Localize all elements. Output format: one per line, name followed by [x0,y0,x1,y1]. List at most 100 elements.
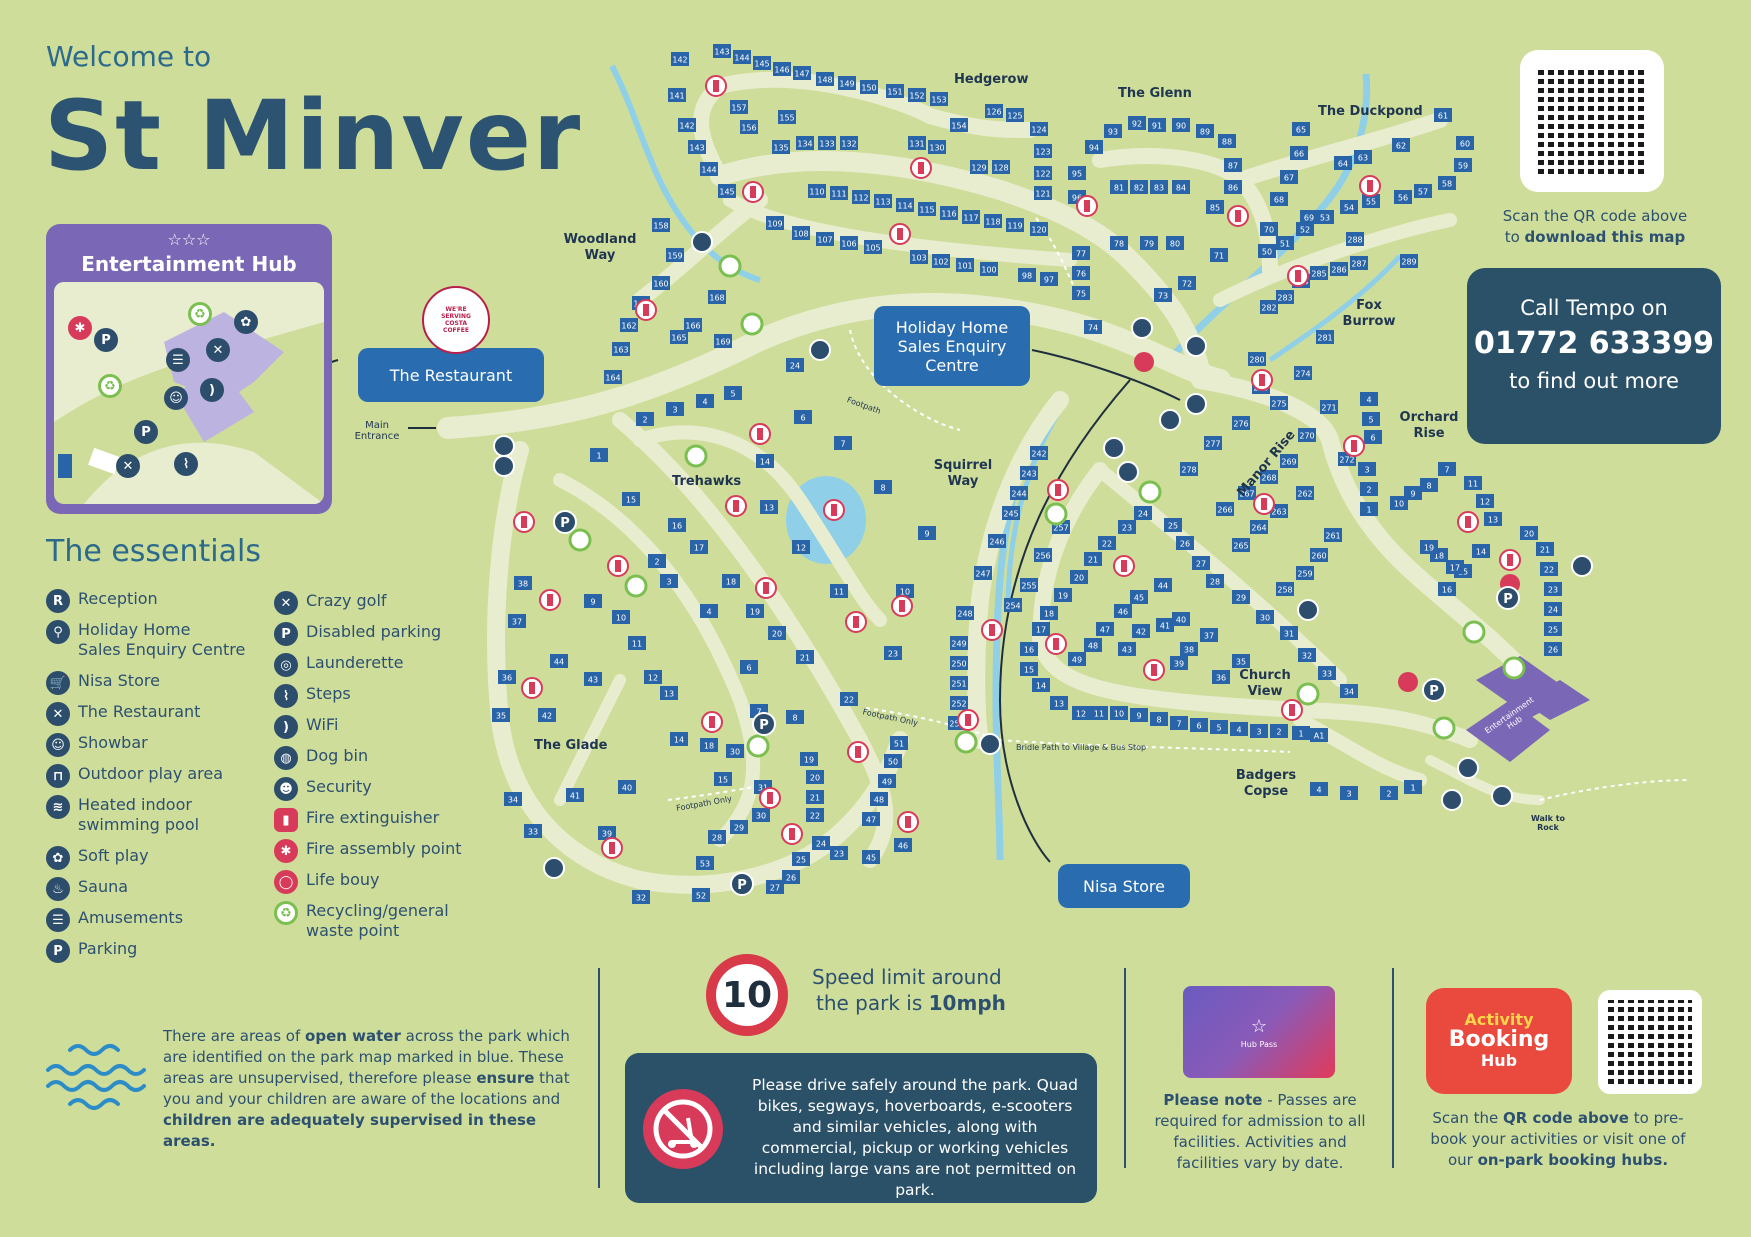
water-notice: There are areas of open water across the… [163,1026,573,1152]
legend-label: Fire extinguisher [306,808,440,827]
plot-21: 21 [796,650,814,664]
plot-13: 13 [1484,512,1502,526]
recycling-icon [624,574,648,598]
legend-item-recycling: ♻Recycling/general waste point [274,901,449,941]
plot-number: 164 [605,374,620,383]
the-glade-label: The Glade [534,738,608,753]
plot-number: 126 [986,108,1001,117]
plot-rect [1050,696,1068,710]
plot-rect [1170,656,1188,670]
plot-88: 88 [1218,134,1236,148]
plot-28: 28 [1206,574,1224,588]
plot-number: 27 [1196,560,1206,569]
booking-qr-box[interactable] [1598,990,1702,1094]
plot-rect [974,566,992,580]
plot-72: 72 [1178,276,1196,290]
life-buoy-icon: ◯ [274,870,298,894]
plot-rect [1172,118,1190,132]
plot-275: 275 [1270,396,1288,410]
plot-number: 50 [1262,248,1272,257]
plot-35: 35 [492,708,510,722]
plot-29: 29 [1232,590,1250,604]
plot-26: 26 [1176,536,1194,550]
plot-rect [800,752,818,766]
plot-rect [1034,166,1052,180]
divider [598,968,600,1188]
plot-rect [538,708,556,722]
water-notice-text: There are areas of [163,1027,306,1045]
plot-67: 67 [1280,170,1298,184]
plot-number: 12 [648,674,658,683]
plot-rect [713,44,731,58]
plot-rect [918,526,936,540]
plot-number: 246 [989,538,1004,547]
map-qr-box[interactable] [1520,50,1664,192]
plot-rect [1154,288,1172,302]
plot-rect [1178,276,1196,290]
plot-number: 35 [1236,658,1246,667]
plot-A1: A1 [1310,728,1328,742]
plot-5: 5 [1362,412,1380,426]
plot-15: 15 [622,492,640,506]
plot-number: 272 [1339,456,1354,465]
plot-277: 277 [1204,436,1222,450]
plot-rect [870,792,888,806]
plot-84: 84 [1172,180,1190,194]
plot-number: 96 [1072,194,1082,203]
plot-number: 69 [1304,214,1314,223]
plot-271: 271 [1320,400,1338,414]
plot-number: 7 [756,708,761,717]
map-qr-code[interactable] [1538,68,1646,174]
bridle-path-label: Bridle Path to Village & Bus Stop [1016,743,1147,752]
plot-15: 15 [1020,662,1038,676]
drive-notice-text: Please drive safely around the park. Qua… [751,1076,1079,1199]
legend-item-soft-play: ✿Soft play [46,846,149,870]
plot-number: 248 [957,610,972,619]
call-phone-number[interactable]: 01772 633399 [1473,326,1715,361]
plot-rect [1110,180,1128,194]
footpath-line [999,739,1291,753]
plot-rect [1134,506,1152,520]
plot-132: 132 [840,136,858,150]
plot-rect [1030,222,1048,236]
plot-9: 9 [918,526,936,540]
plot-rect [1472,544,1490,558]
plot-rect [1020,466,1038,480]
plot-289: 289 [1400,254,1418,268]
plot-number: 7 [840,440,845,449]
booking-qr-code[interactable] [1608,1000,1692,1084]
plot-rect [692,888,710,902]
plot-63: 63 [1354,150,1372,164]
plot-number: 145 [719,188,734,197]
plot-27: 27 [1192,556,1210,570]
plot-number: 243 [1021,470,1036,479]
plot-rect [1030,122,1048,136]
restaurant-label[interactable]: The Restaurant [358,348,544,402]
plot-number: 253 [949,720,964,729]
plot-108: 108 [792,226,810,240]
plot-number: 3 [1346,790,1351,799]
plot-164: 164 [604,370,622,384]
plot-number: 13 [764,504,774,513]
parking-icon: P [46,939,70,963]
plot-111: 111 [830,186,848,200]
nisa-label[interactable]: Nisa Store [1058,864,1190,908]
plot-rect [878,774,896,788]
plot-number: 3 [672,406,677,415]
plot-rect [886,84,904,98]
plot-number: 142 [679,122,694,131]
orchard-rise-label: Orchard Rise [1399,410,1459,441]
plot-rect [884,646,902,660]
plot-rect [1454,158,1472,172]
plot-rect [1130,708,1148,722]
plot-rect [708,290,726,304]
plot-8: 8 [1420,478,1438,492]
plot-rect [1104,124,1122,138]
activity-booking-hub-logo: Activity Booking Hub [1426,988,1572,1094]
amusements-icon: ☰ [46,908,70,932]
plot-rect [1544,642,1562,656]
plot-number: 33 [1322,670,1332,679]
sales-centre-label[interactable]: Holiday Home Sales Enquiry Centre [874,306,1030,386]
plot-number: 166 [685,322,700,331]
plot-rect [1280,170,1298,184]
